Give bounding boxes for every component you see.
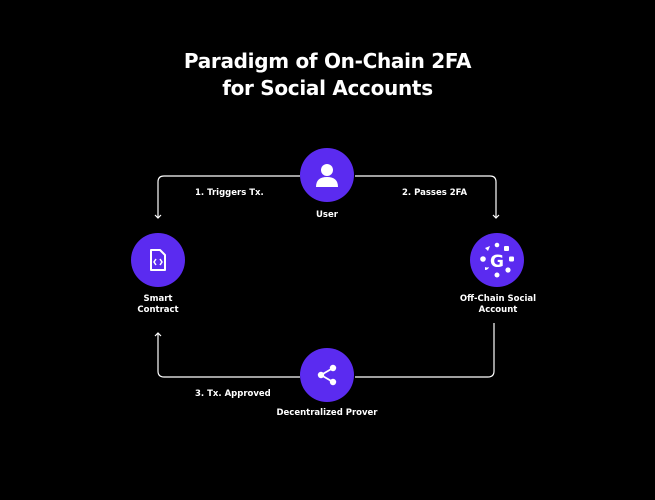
user-icon: [316, 164, 338, 187]
smart-contract-label-line2: Contract: [137, 305, 179, 315]
decentralized-prover-node: [300, 348, 354, 402]
edge-label-triggers-tx: 1. Triggers Tx.: [195, 188, 264, 198]
title-line-1: Paradigm of On-Chain 2FA: [183, 49, 472, 73]
edge-label-tx-approved: 3. Tx. Approved: [195, 389, 271, 399]
edge-prover-to-contract: [154, 332, 300, 378]
edge-user-to-contract: [154, 175, 300, 219]
social-logos-icon: G: [480, 242, 514, 278]
edge-label-passes-2fa: 2. Passes 2FA: [402, 188, 468, 198]
edge-offchain-to-prover: [355, 323, 495, 378]
user-label: User: [316, 210, 338, 220]
decentralized-prover-label: Decentralized Prover: [276, 408, 378, 418]
smart-contract-node: [131, 233, 185, 287]
user-node: [300, 148, 354, 202]
off-chain-label-line1: Off-Chain Social: [459, 294, 537, 304]
off-chain-social-label: Off-Chain Social Account: [448, 294, 548, 316]
smart-contract-label-line1: Smart: [143, 294, 173, 304]
share-icon: [317, 364, 337, 386]
diagram-title: Paradigm of On-Chain 2FA for Social Acco…: [0, 48, 655, 102]
code-file-icon: [150, 249, 166, 271]
off-chain-social-node: G: [470, 233, 524, 287]
smart-contract-label: Smart Contract: [118, 294, 198, 316]
off-chain-label-line2: Account: [478, 305, 518, 315]
svg-text:G: G: [490, 252, 504, 272]
title-line-2: for Social Accounts: [222, 76, 433, 100]
edge-user-to-offchain: [355, 175, 500, 219]
